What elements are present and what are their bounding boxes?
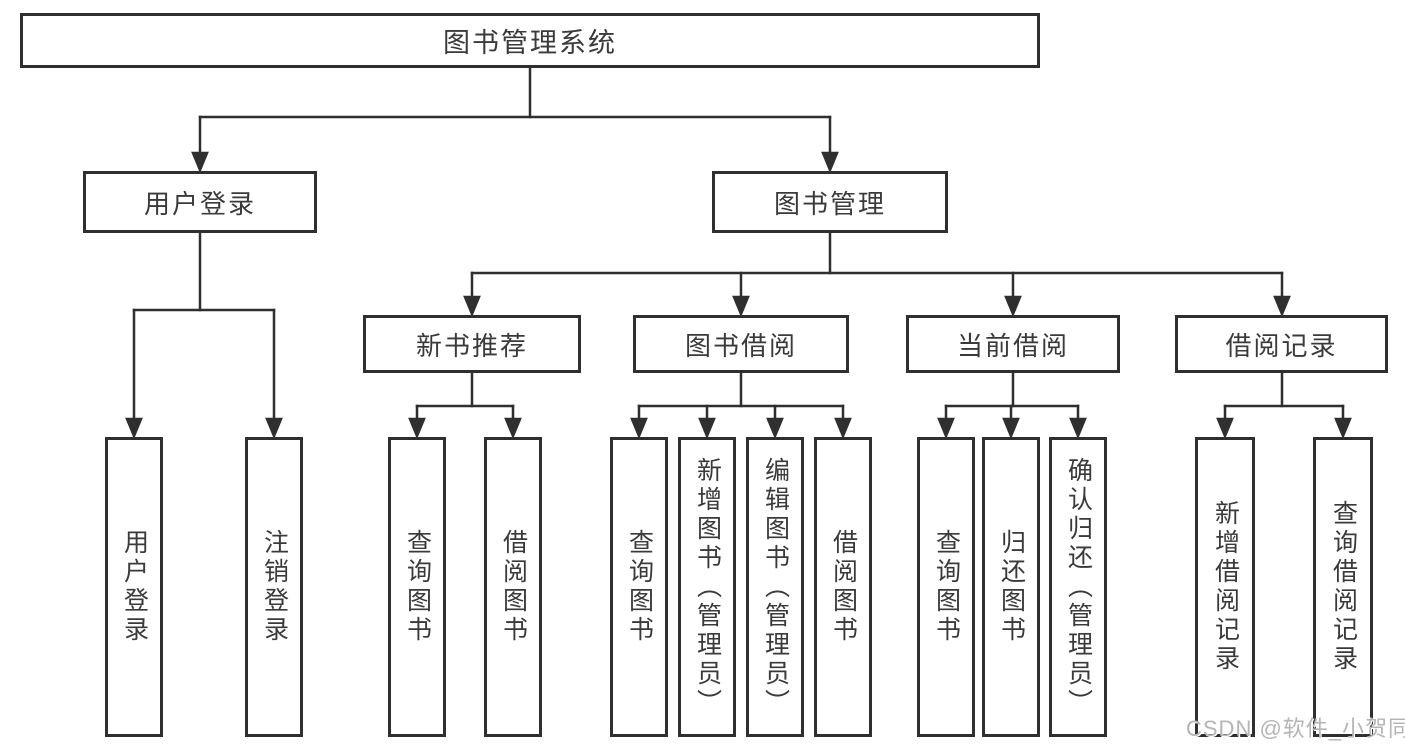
leaf-add-borrow-record: 新增借阅记录 xyxy=(1195,437,1255,737)
arrowhead xyxy=(408,417,426,440)
leaf-logout: 注销登录 xyxy=(245,437,303,737)
leaf-confirm-return-admin: 确认归还（管理员） xyxy=(1049,437,1107,737)
leaf-return-books: 归还图书 xyxy=(982,437,1040,737)
connector-book-management-children xyxy=(463,231,1291,318)
leaf-query-books-recommend: 查询图书 xyxy=(388,437,446,737)
arrowhead xyxy=(1216,417,1234,440)
arrowhead xyxy=(1069,417,1087,440)
arrowhead xyxy=(698,417,716,440)
arrowhead xyxy=(1334,417,1352,440)
node-library-management-system: 图书管理系统 xyxy=(20,13,1040,68)
node-book-borrowing: 图书借阅 xyxy=(633,315,849,373)
node-borrowing-records: 借阅记录 xyxy=(1175,315,1388,373)
leaf-label: 用户登录 xyxy=(120,529,149,645)
leaf-query-books-borrowing: 查询图书 xyxy=(610,437,668,737)
leaf-borrow-books-recommend: 借阅图书 xyxy=(484,437,542,737)
arrowhead xyxy=(937,417,955,440)
leaf-add-books-admin: 新增图书（管理员） xyxy=(678,437,736,737)
leaf-label: 编辑图书（管理员） xyxy=(761,456,790,718)
arrowhead xyxy=(1004,295,1022,318)
leaf-label: 查询图书 xyxy=(625,529,654,645)
node-current-borrowing: 当前借阅 xyxy=(906,315,1120,373)
node-label: 借阅记录 xyxy=(1225,330,1338,361)
leaf-label: 查询图书 xyxy=(932,529,961,645)
leaf-label: 查询借阅记录 xyxy=(1329,500,1358,674)
node-label: 新书推荐 xyxy=(415,330,528,361)
arrowhead xyxy=(766,417,784,440)
node-label: 图书管理 xyxy=(773,188,886,219)
connector-current-borrowing-children xyxy=(937,371,1087,440)
arrowhead xyxy=(1273,295,1291,318)
arrowhead xyxy=(1002,417,1020,440)
leaf-label: 查询图书 xyxy=(403,529,432,645)
leaf-label: 注销登录 xyxy=(260,529,289,645)
arrowhead xyxy=(630,417,648,440)
leaf-query-borrow-record: 查询借阅记录 xyxy=(1313,437,1373,737)
arrowhead xyxy=(834,417,852,440)
node-label: 当前借阅 xyxy=(956,330,1069,361)
leaf-edit-books-admin: 编辑图书（管理员） xyxy=(746,437,804,737)
watermark: CSDN @软件_小贺同学 xyxy=(1186,716,1405,741)
leaf-borrow-books-borrowing: 借阅图书 xyxy=(814,437,872,737)
leaf-label: 借阅图书 xyxy=(829,529,858,645)
connector-user-login-children xyxy=(125,231,283,440)
connector-root-to-level2 xyxy=(191,66,839,174)
arrowhead xyxy=(125,417,143,440)
connector-borrowing-records-children xyxy=(1216,371,1352,440)
leaf-label: 新增借阅记录 xyxy=(1211,500,1240,674)
node-new-book-recommend: 新书推荐 xyxy=(363,315,581,373)
leaf-query-books-current: 查询图书 xyxy=(917,437,975,737)
node-label: 图书管理系统 xyxy=(443,28,617,58)
leaf-user-login: 用户登录 xyxy=(105,437,163,737)
connector-new-book-recommend-children xyxy=(408,371,522,440)
node-label: 用户登录 xyxy=(143,188,256,219)
leaf-label: 借阅图书 xyxy=(499,529,528,645)
connector-book-borrowing-children xyxy=(630,371,852,440)
leaf-label: 确认归还（管理员） xyxy=(1064,456,1093,718)
leaf-label: 新增图书（管理员） xyxy=(693,456,722,718)
node-user-login: 用户登录 xyxy=(83,171,317,233)
node-book-management: 图书管理 xyxy=(712,171,948,233)
arrowhead xyxy=(821,151,839,174)
arrowhead xyxy=(265,417,283,440)
leaf-label: 归还图书 xyxy=(997,529,1026,645)
node-label: 图书借阅 xyxy=(684,330,797,361)
arrowhead xyxy=(463,295,481,318)
arrowhead xyxy=(504,417,522,440)
arrowhead xyxy=(732,295,750,318)
arrowhead xyxy=(191,151,209,174)
